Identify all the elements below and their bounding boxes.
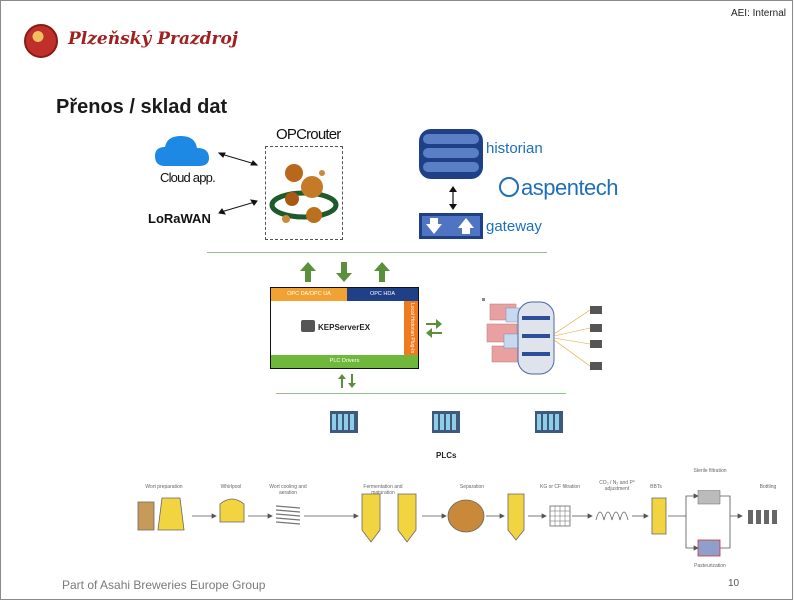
enterprise-data-illustration bbox=[482, 298, 602, 375]
kepserver-name: KEPServerEX bbox=[318, 323, 371, 332]
aspentech-logo: aspentech bbox=[499, 175, 619, 201]
kepserver-block: OPC DA/OPC UA OPC HDA KEPServerEX Local … bbox=[270, 287, 419, 369]
database-icon bbox=[419, 129, 483, 179]
lorawan-logo: LoRaWAN bbox=[148, 211, 211, 226]
local-historian-label: Local Historian Plug-In bbox=[409, 303, 415, 354]
process-step-label: BBTs bbox=[650, 484, 662, 490]
up-arrow-icon bbox=[374, 262, 390, 282]
gateway-icon bbox=[419, 213, 483, 239]
top-separator-line bbox=[207, 252, 547, 253]
up-down-arrows-icon bbox=[338, 374, 356, 388]
process-step-label: Whirlpool bbox=[220, 484, 242, 490]
kepserver-product-label: KEPServerEX bbox=[301, 320, 370, 332]
cloud-icon bbox=[155, 136, 209, 166]
process-step-label: Fermentation and maturation bbox=[363, 484, 403, 496]
historian-label: historian bbox=[486, 140, 543, 157]
opcrouter-label: OPCrouter bbox=[276, 126, 341, 143]
opcrouter-logo-box bbox=[265, 146, 343, 240]
brand-seal-logo bbox=[24, 24, 58, 58]
process-step-label: Wort cooling and aeration bbox=[269, 484, 307, 496]
plc-icon bbox=[535, 411, 563, 433]
down-arrow-icon bbox=[336, 262, 352, 282]
cloud-app-label: Cloud app. bbox=[160, 170, 216, 185]
up-arrow-icon bbox=[300, 262, 316, 282]
opc-hda-bar: OPC HDA bbox=[347, 288, 418, 301]
aspentech-mark-icon bbox=[499, 177, 519, 197]
gateway-label: gateway bbox=[486, 218, 542, 235]
process-step-label: Wort preparation bbox=[145, 484, 183, 490]
data-flow-arrows bbox=[300, 262, 390, 282]
process-step-label: Bottling bbox=[759, 484, 777, 490]
bidirectional-arrows-icon bbox=[217, 152, 259, 215]
process-step-label: CO₂ / N₂ and P° adjustment bbox=[599, 480, 635, 492]
footer-text: Part of Asahi Breweries Europe Group bbox=[62, 578, 266, 592]
brewing-process-diagram bbox=[137, 490, 777, 557]
brand-logo-text: Plzeňský Prazdroj bbox=[68, 29, 238, 49]
vertical-double-arrow-icon bbox=[449, 186, 457, 210]
process-step-label: KG or CF filtration bbox=[539, 484, 580, 490]
plcs-label: PLCs bbox=[436, 451, 457, 460]
plc-drivers-bar: PLC Drivers bbox=[271, 355, 418, 368]
page-number: 10 bbox=[728, 578, 740, 589]
plc-icon bbox=[330, 411, 358, 433]
left-right-arrows-icon bbox=[426, 319, 442, 338]
plc-bus-line bbox=[276, 393, 566, 394]
opcrouter-logo-icon bbox=[269, 164, 339, 223]
process-step-label: Separation bbox=[459, 484, 485, 490]
process-step-label: Sterile filtration bbox=[693, 468, 727, 474]
aspentech-label: aspentech bbox=[521, 175, 619, 200]
local-historian-bar: Local Historian Plug-In bbox=[404, 301, 418, 355]
slide-title: Přenos / sklad dat bbox=[56, 96, 228, 118]
lorawan-label: LoRaWAN bbox=[148, 211, 211, 226]
opc-da-ua-bar: OPC DA/OPC UA bbox=[271, 288, 347, 301]
process-step-label: Pasteurization bbox=[694, 563, 726, 569]
classification-label: AEI: Internal bbox=[730, 8, 786, 19]
plc-icon bbox=[432, 411, 460, 433]
kepserver-ex-icon bbox=[301, 320, 315, 332]
